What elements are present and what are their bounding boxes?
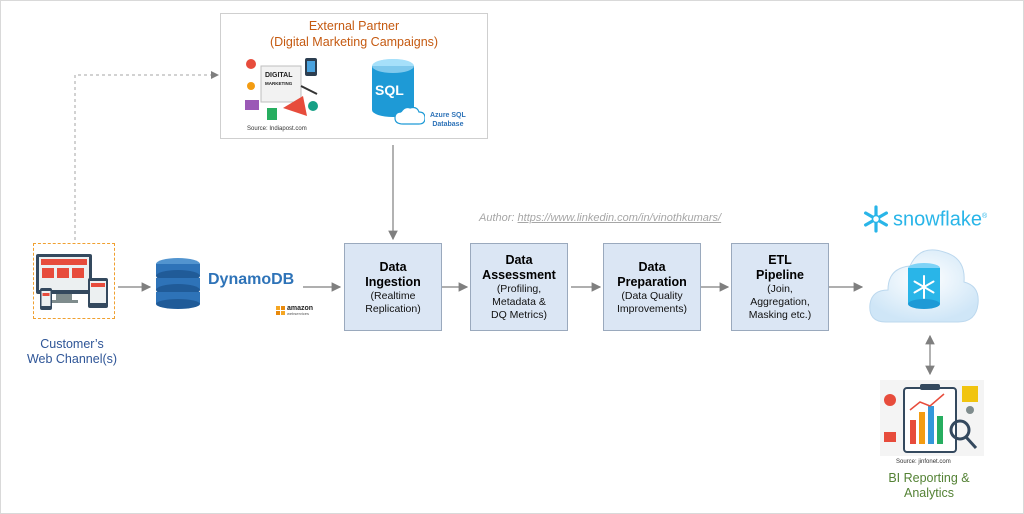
- bi-caption-line2: Analytics: [903, 486, 955, 500]
- bi-source-caption: Source: jinfonet.com: [896, 459, 951, 465]
- azure-line1: Azure SQL: [430, 112, 466, 119]
- partner-title: External Partner (Digital Marketing Camp…: [221, 18, 487, 50]
- web-channel-selection-box: [33, 243, 115, 319]
- stage-assessment-subtitle: (Profiling, Metadata & DQ Metrics): [491, 283, 547, 321]
- snowflake-cloud-database-icon: [869, 249, 979, 323]
- stage-ingestion-title: Data Ingestion: [365, 260, 421, 289]
- snowflake-registered-mark: ®: [981, 213, 988, 220]
- web-caption-line2: Web Channel(s): [26, 352, 118, 366]
- bi-caption: BI Reporting & Analytics: [868, 471, 990, 501]
- sql-database-icon: [372, 59, 425, 125]
- aws-amazon-text: amazon: [287, 305, 314, 312]
- dm-source-caption: Source: Indiapost.com: [247, 126, 307, 132]
- snowflake-logo-icon: [863, 205, 888, 233]
- stage-preparation-title: Data Preparation: [617, 260, 687, 289]
- snowflake-name: snowflake: [893, 208, 982, 231]
- dm-label-1: DIGITAL: [265, 72, 293, 79]
- author-prefix: Author:: [479, 212, 518, 224]
- stage-preparation-subtitle: (Data Quality Improvements): [616, 290, 688, 315]
- web-channel-caption: Customer’s Web Channel(s): [10, 337, 134, 367]
- web-caption-line1: Customer’s: [40, 337, 104, 351]
- stage-etl-subtitle: (Join, Aggregation, Masking etc.): [748, 283, 812, 321]
- aws-webservices-text: webservices: [287, 311, 310, 316]
- dynamodb-icon: [156, 258, 200, 309]
- bi-reporting-illustration: [880, 380, 984, 456]
- sql-label: SQL: [375, 82, 404, 98]
- stage-etl-title: ETL Pipeline: [756, 253, 804, 282]
- snowflake-wordmark: snowflake®: [893, 205, 987, 232]
- author-link[interactable]: https://www.linkedin.com/in/vinothkumars…: [517, 212, 722, 224]
- external-partner-box: External Partner (Digital Marketing Camp…: [220, 13, 488, 139]
- stage-data-assessment[interactable]: Data Assessment (Profiling, Metadata & D…: [470, 243, 568, 331]
- web-channel-devices-icon: [36, 254, 108, 310]
- stage-data-preparation[interactable]: Data Preparation (Data Quality Improveme…: [603, 243, 701, 331]
- dashed-link-web-to-partner: [74, 71, 219, 240]
- partner-title-line2: (Digital Marketing Campaigns): [269, 35, 439, 49]
- digital-marketing-illustration: [245, 58, 318, 120]
- stage-data-ingestion[interactable]: Data Ingestion (Realtime Replication): [344, 243, 442, 331]
- dm-label-2: MARKETING: [265, 81, 293, 86]
- stage-assessment-title: Data Assessment: [482, 253, 556, 282]
- dynamodb-label: DynamoDB: [208, 271, 295, 288]
- azure-sql-label: Azure SQL Database: [430, 111, 466, 129]
- azure-line2: Database: [432, 121, 464, 128]
- digital-marketing-label: DIGITAL MARKETING: [265, 72, 292, 88]
- author-note: Author: https://www.linkedin.com/in/vino…: [479, 212, 721, 224]
- stage-etl-pipeline[interactable]: ETL Pipeline (Join, Aggregation, Masking…: [731, 243, 829, 331]
- aws-cubes-icon: [276, 306, 285, 315]
- partner-title-line1: External Partner: [308, 19, 400, 33]
- stage-ingestion-subtitle: (Realtime Replication): [365, 290, 421, 315]
- bi-caption-line1: BI Reporting &: [888, 471, 970, 485]
